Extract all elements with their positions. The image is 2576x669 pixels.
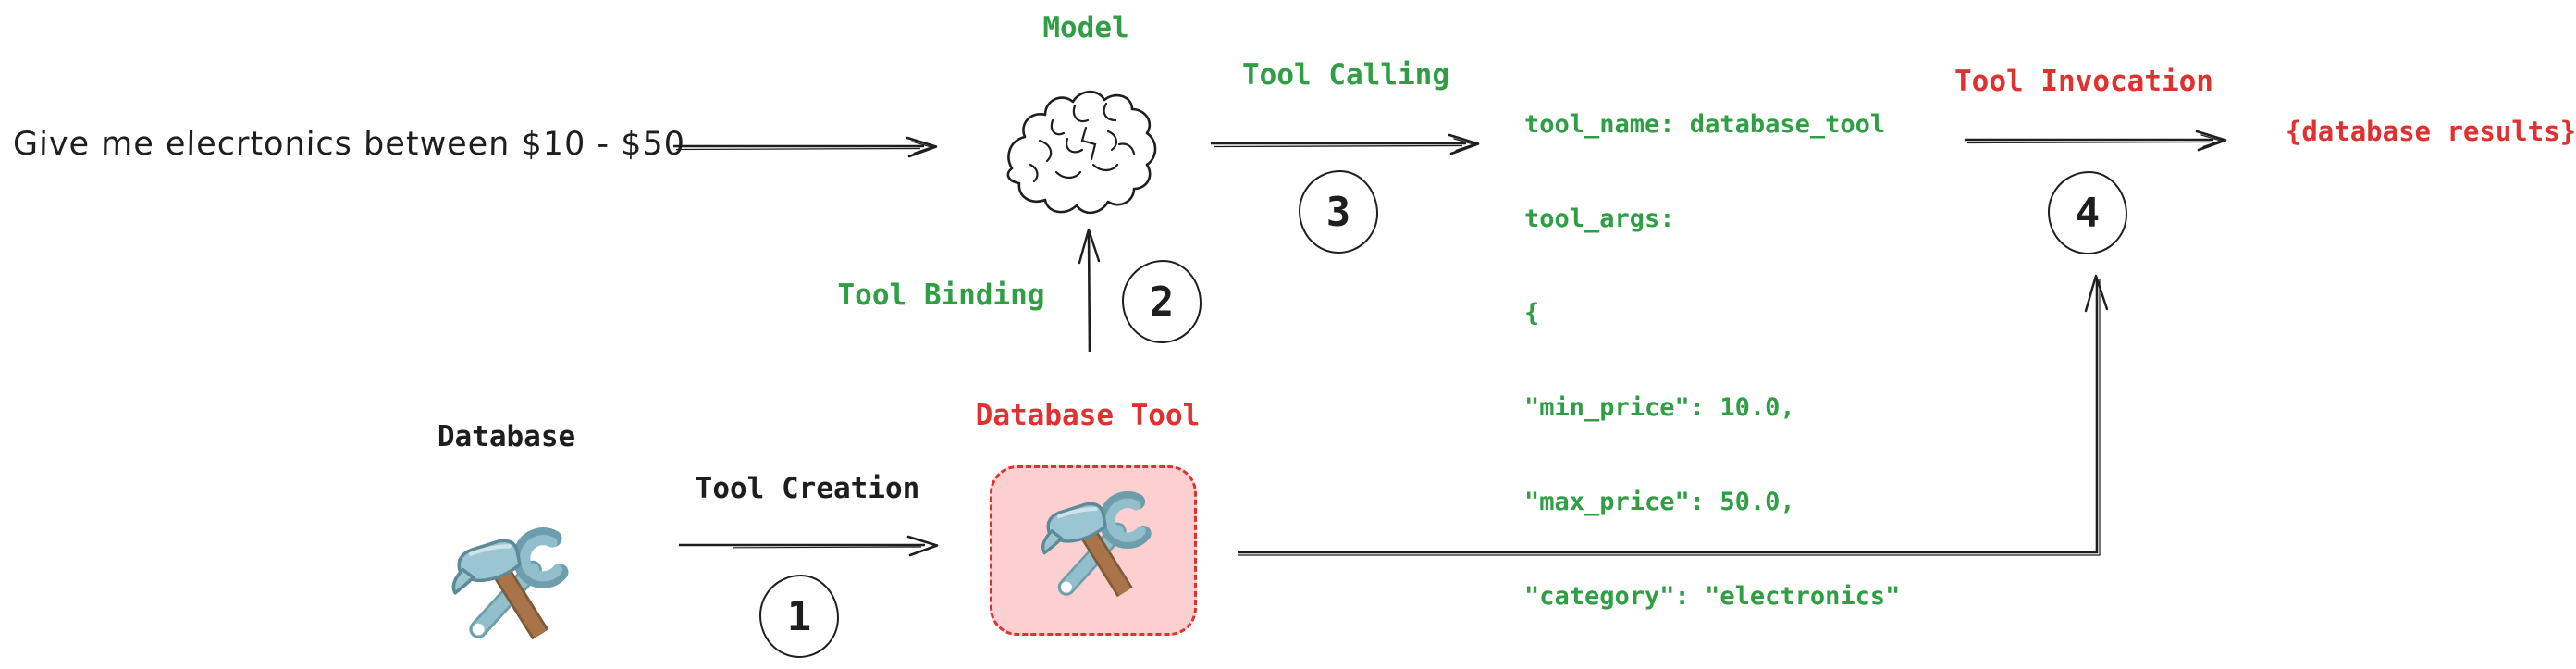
tool-binding-label: Tool Binding [837,279,1045,312]
user-query-text: Give me elecrtonics between $10 - $50 [12,126,686,163]
code-line: { [1524,299,1540,328]
arrow-toolbox-to-invocation [1238,274,2109,556]
tool-creation-label: Tool Creation [695,472,920,505]
database-results-label: {database results} [2285,116,2576,147]
brain-icon [1006,90,1157,215]
tool-calling-label: Tool Calling [1242,58,1449,92]
arrow-database-to-toolbox [679,535,939,557]
step-number-3: 3 [1325,188,1351,236]
code-line: "category": "electronics" [1524,582,1901,611]
tool-invocation-label: Tool Invocation [1954,65,2213,98]
code-line: tool_args: [1524,204,1675,233]
database-label: Database [437,420,576,453]
tool-call-code: tool_name: database_tool tool_args: { "m… [1524,46,1900,669]
hammer-wrench-icon [1041,491,1152,598]
step-number-1: 1 [786,592,812,640]
code-line: "min_price": 10.0, [1524,393,1795,422]
model-label: Model [1042,11,1129,44]
database-tool-label: Database Tool [975,399,1201,432]
code-line: tool_name: database_tool [1524,110,1886,139]
step-circle-1: 1 [759,575,839,658]
step-circle-2: 2 [1122,260,1202,343]
step-number-4: 4 [2075,189,2101,237]
step-circle-4: 4 [2048,171,2127,254]
arrow-query-to-model [673,136,938,158]
arrow-toolbox-to-model [1078,228,1101,353]
arrow-model-to-toolcall [1211,133,1480,155]
database-tool-box [990,465,1197,636]
step-number-2: 2 [1149,278,1175,326]
arrow-toolcall-to-result [1965,130,2227,152]
code-line: "max_price": 50.0, [1524,488,1795,516]
hammer-wrench-icon [451,527,569,640]
step-circle-3: 3 [1299,170,1378,254]
